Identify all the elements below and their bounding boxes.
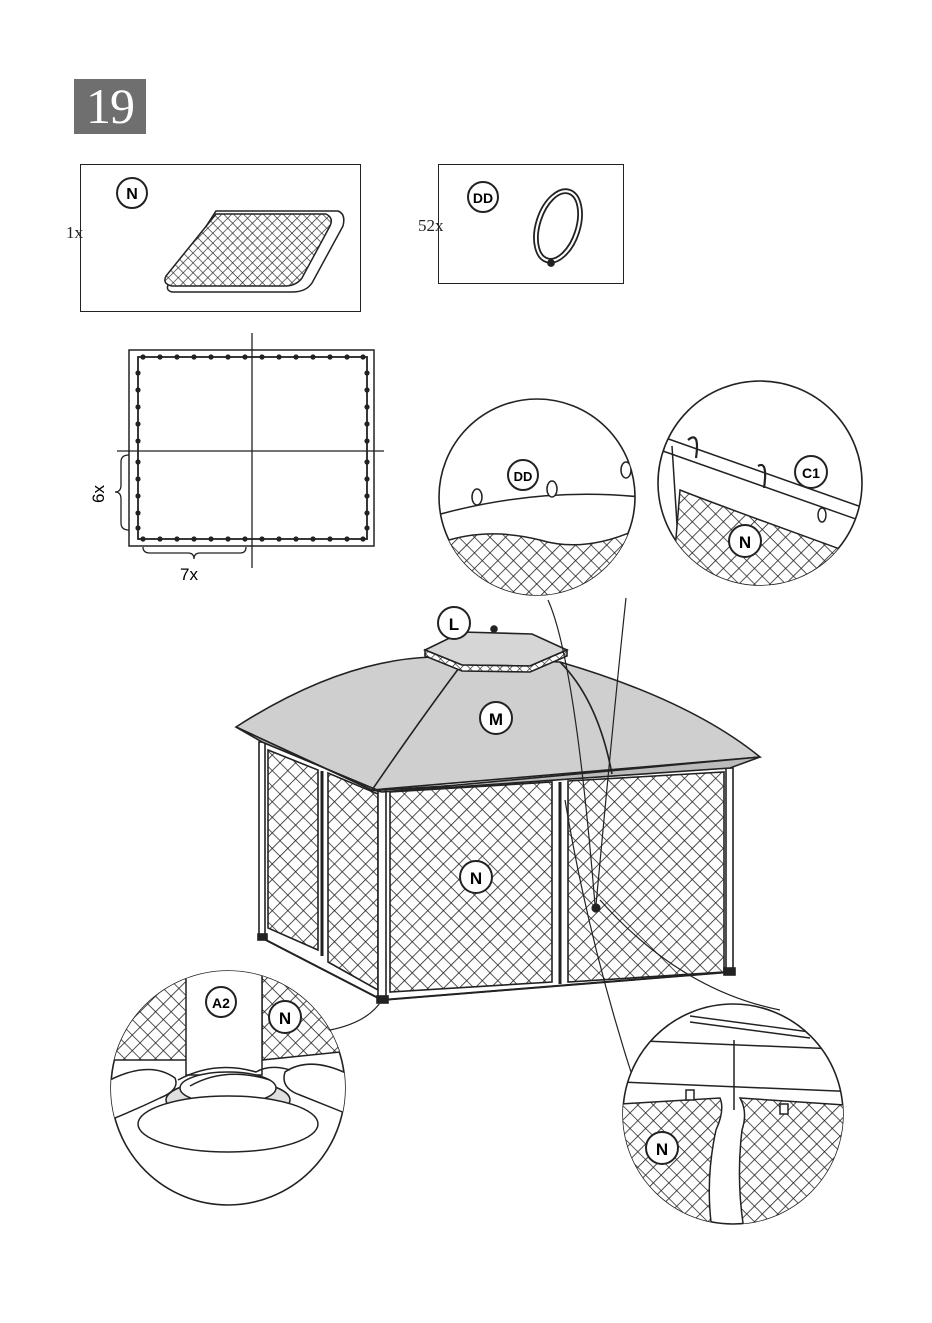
- roof-label: M: [489, 710, 503, 729]
- detail-hook-label: DD: [514, 469, 533, 484]
- plan-side-count: 6x: [89, 485, 108, 503]
- roof-top-label: L: [449, 615, 459, 634]
- post-label: A2: [212, 995, 230, 1011]
- gazebo-drawing: [236, 626, 760, 1003]
- folded-net-icon: [165, 211, 344, 292]
- foot-net-label: N: [279, 1009, 291, 1028]
- part-n-label: N: [126, 186, 138, 203]
- detail-clip-label: C1: [802, 465, 820, 481]
- part-dd-label: DD: [473, 190, 493, 206]
- detail-hooks-circle: [430, 399, 650, 620]
- detail-clip-circle: [658, 381, 870, 610]
- detail-net-label: N: [739, 533, 751, 552]
- seam-net-label: N: [656, 1140, 668, 1159]
- hook-ring-icon: [525, 183, 590, 269]
- detail-panel-seam-circle: [620, 1004, 860, 1230]
- net-panel-label: N: [470, 869, 482, 888]
- hook-placement-plan: [115, 333, 384, 568]
- plan-bottom-count: 7x: [180, 565, 198, 584]
